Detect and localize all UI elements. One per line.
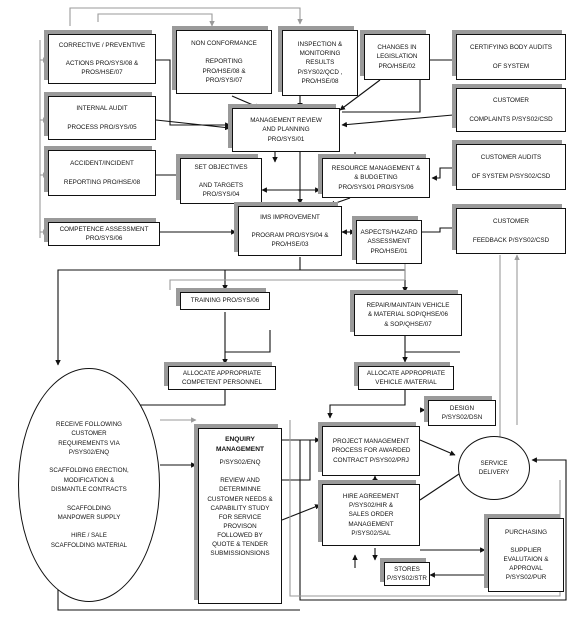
project-management-box: PROJECT MANAGEMENT PROCESS FOR AWARDED C… [322, 426, 420, 476]
enquiry-management-body: P/SYS02/ENQ REVIEW AND DETERMINNE CUSTOM… [207, 459, 273, 558]
set-objectives-box: SET OBJECTIVES AND TARGETS PRO/SYS/04 [180, 158, 262, 204]
top-feedback-lines [69, 7, 303, 27]
management-review-box: MANAGEMENT REVIEW AND PLANNING PRO/SYS/0… [232, 108, 340, 152]
design-box: DESIGN P/SYS02/DSN [428, 400, 496, 426]
hire-agreement-box: HIRE AGREEMENT P/SYS02/HIR & SALES ORDER… [322, 484, 420, 546]
inspection-monitoring-box: INSPECTION & MONITORING RESULTS P/SYS02/… [282, 30, 358, 96]
lower-connectors [57, 390, 567, 611]
service-delivery-oval: SERVICE DELIVERY [458, 436, 530, 500]
stores-box: STORES P/SYS02/STR [384, 562, 430, 586]
customer-feedback-box: CUSTOMER FEEDBACK P/SYS02/CSD [456, 208, 566, 254]
competence-assessment-box: COMPETENCE ASSESSMENT PRO/SYS/06 [48, 222, 160, 246]
customer-audits-box: CUSTOMER AUDITS OF SYSTEM P/SYS02/CSD [456, 144, 566, 190]
enquiry-management-title: ENQUIRY MANAGEMENT [216, 436, 264, 453]
allocate-vehicle-box: ALLOCATE APPROPRIATE VEHICLE /MATERIAL [358, 366, 454, 390]
purchasing-box: PURCHASING SUPPLIER EVALUTAION & APPROVA… [488, 518, 564, 592]
corrective-preventive-box: CORRECTIVE / PREVENTIVE ACTIONS PRO/SYS/… [48, 34, 156, 84]
repair-maintain-box: REPAIR/MAINTAIN VEHICLE & MATERIAL SOP/Q… [354, 294, 462, 336]
ims-improvement-box: IMS IMPROVEMENT PROGRAM PRO/SYS/04 & PRO… [238, 206, 342, 256]
allocate-personnel-box: ALLOCATE APPROPRIATE COMPETENT PERSONNEL [168, 366, 276, 390]
resource-management-box: RESOURCE MANAGEMENT & & BUDGETING PRO/SY… [322, 158, 430, 198]
certifying-audits-box: CERTIFYING BODY AUDITS OF SYSTEM [456, 34, 566, 80]
legislation-box: CHANGES IN LEGISLATION PRO/HSE/02 [364, 34, 430, 80]
customer-requirements-oval: RECEIVE FOLLOWING CUSTOMER REQUIREMENTS … [18, 368, 160, 602]
accident-incident-box: ACCIDENT/INCIDENT REPORTING PRO/HSE/08 [48, 150, 156, 196]
training-box: TRAINING PRO/SYS/06 [180, 292, 270, 310]
left-spine [39, 40, 49, 238]
middle-connectors [55, 257, 460, 366]
right-feedback-lines [169, 254, 520, 425]
customer-complaints-box: CUSTOMER COMPLAINTS P/SYS02/CSD [456, 88, 566, 132]
aspects-hazard-box: ASPECTS/HAZARD ASSESSMENT PRO/HSE/01 [356, 220, 422, 264]
internal-audit-box: INTERNAL AUDIT PROCESS PRO/SYS/05 [48, 96, 156, 140]
enquiry-management-box: ENQUIRY MANAGEMENT P/SYS02/ENQ REVIEW AN… [198, 428, 282, 604]
nonconformance-box: NON CONFORMANCE REPORTING PRO/HSE/08 & P… [176, 30, 272, 94]
